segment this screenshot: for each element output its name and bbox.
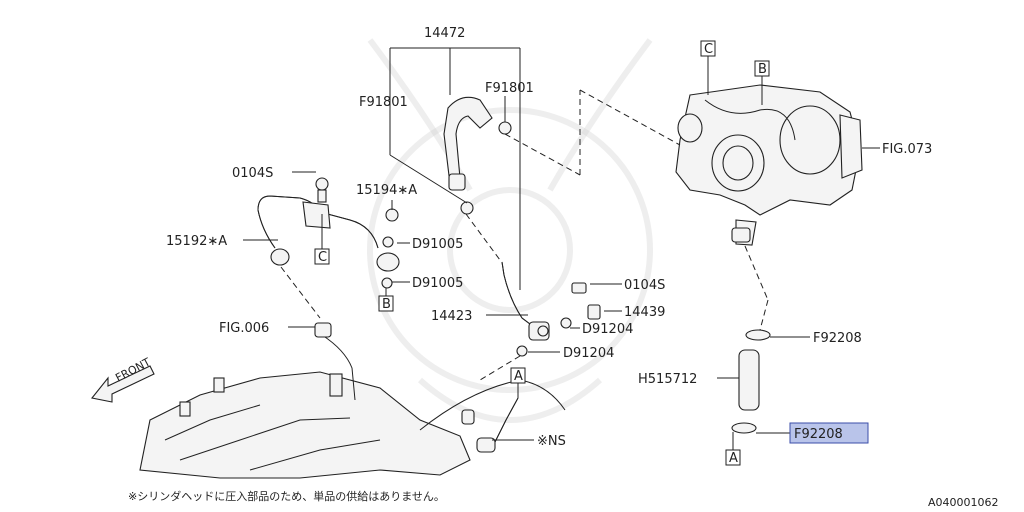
watermark-emblem: [367, 38, 653, 423]
label-f91801-right[interactable]: F91801: [485, 81, 534, 96]
oil-return-pipe-14423[interactable]: [501, 261, 601, 357]
oil-pipe-15192a[interactable]: [257, 177, 400, 289]
front-arrow-icon: FRONT: [91, 355, 155, 403]
ref-box-c-top[interactable]: C: [700, 40, 716, 57]
label-15192a[interactable]: 15192∗A: [166, 234, 227, 249]
footnote: ※シリンダヘッドに圧入部品のため、単品の供給はありません。: [128, 489, 445, 503]
hose-h515712[interactable]: [731, 329, 771, 434]
label-f92208-a[interactable]: F92208: [813, 331, 862, 346]
ref-box-c-mid[interactable]: C: [314, 248, 330, 265]
label-fig073[interactable]: FIG.073: [882, 142, 932, 157]
label-h515712[interactable]: H515712: [638, 372, 697, 387]
ref-box-b-mid[interactable]: B: [378, 295, 394, 312]
label-15194a[interactable]: 15194∗A: [356, 183, 417, 198]
label-0104s-left[interactable]: 0104S: [232, 166, 273, 181]
pipe-ns[interactable]: [419, 379, 566, 453]
ref-box-a-bottom-label: A: [729, 451, 738, 466]
leader-lines: [243, 47, 880, 450]
ref-box-a-mid[interactable]: A: [510, 367, 526, 384]
ref-box-a-bottom[interactable]: A: [725, 449, 741, 466]
dashed-reference-lines: [280, 89, 769, 381]
label-d91005-a[interactable]: D91005: [412, 237, 463, 252]
ref-box-a-mid-label: A: [514, 369, 523, 384]
diagram-id: A040001062: [928, 496, 999, 509]
label-f92208-b-highlight[interactable]: F92208: [789, 422, 869, 444]
cylinder-head: [139, 322, 471, 479]
ref-box-b-top[interactable]: B: [754, 60, 770, 77]
ref-box-b-mid-label: B: [382, 297, 391, 312]
label-d91204-a[interactable]: D91204: [582, 322, 633, 337]
label-f91801-left[interactable]: F91801: [359, 95, 408, 110]
label-d91204-b[interactable]: D91204: [563, 346, 614, 361]
label-0104s-right[interactable]: 0104S: [624, 278, 665, 293]
ref-box-c-top-label: C: [704, 42, 713, 57]
ref-box-c-mid-label: C: [318, 250, 327, 265]
label-ns[interactable]: ※NS: [537, 434, 566, 449]
label-14472[interactable]: 14472: [424, 26, 465, 41]
label-14423[interactable]: 14423: [431, 309, 472, 324]
turbocharger[interactable]: [675, 84, 863, 246]
ref-box-b-top-label: B: [758, 62, 767, 77]
label-f92208-b[interactable]: F92208: [794, 427, 843, 442]
label-fig006[interactable]: FIG.006: [219, 321, 269, 336]
label-d91005-b[interactable]: D91005: [412, 276, 463, 291]
label-14439[interactable]: 14439: [624, 305, 665, 320]
highlight-box: [789, 422, 869, 444]
